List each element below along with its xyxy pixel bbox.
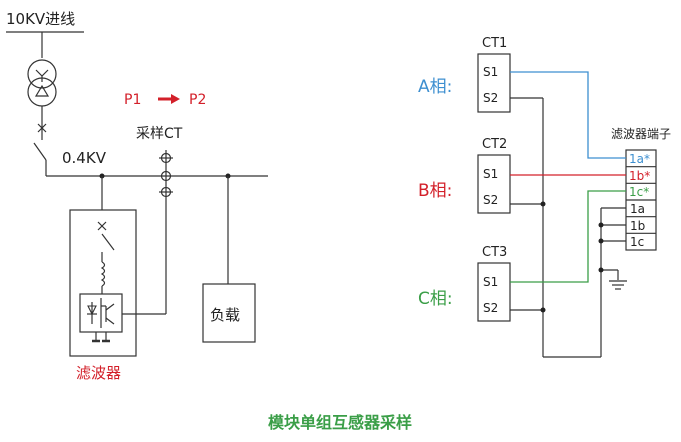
sampling-ct-label: 采样CT [136, 126, 183, 142]
s2-common-return [510, 97, 602, 358]
ct1-s1: S1 [483, 65, 498, 79]
phase-a-wire [510, 71, 626, 159]
ct3-s2: S2 [483, 301, 498, 315]
ct3-box [477, 262, 511, 322]
p2-label: P2 [189, 92, 206, 108]
filter-label: 滤波器 [76, 364, 121, 382]
diagram-caption: 模块单组互感器采样 [268, 413, 412, 432]
ct1-label: CT1 [482, 36, 507, 51]
disconnector-x-icon [37, 123, 47, 133]
filter-switch-blade [101, 233, 115, 251]
return-terminal-bus [598, 207, 626, 280]
terminal-1b: 1b [630, 219, 645, 233]
terminal-1c-star: 1c* [629, 185, 649, 199]
voltage-label: 0.4KV [62, 149, 107, 167]
p1-label: P1 [124, 92, 141, 108]
phase-a-label: A相: [418, 77, 452, 97]
phase-c-label: C相: [418, 289, 453, 309]
sampling-ct-icon [159, 150, 173, 314]
direction-arrow-icon [158, 94, 180, 104]
load-label: 负载 [210, 306, 240, 324]
filter-inductor-icon [100, 261, 106, 287]
ct-wiring-diagram: CT1 S1 S2 A相: CT2 S1 S2 B相: CT3 S1 S2 C相… [418, 36, 671, 358]
ct2-box [477, 154, 511, 214]
ct2-s2: S2 [483, 193, 498, 207]
phase-b-label: B相: [418, 181, 452, 201]
terminal-title: 滤波器端子 [611, 127, 671, 141]
single-line-diagram: 10KV进线 0.4KV P1 P2 采样CT [6, 10, 268, 382]
load-box [202, 283, 256, 343]
ct1-s2: S2 [483, 91, 498, 105]
filter-cabinet [69, 209, 137, 357]
incoming-line-label: 10KV进线 [6, 10, 75, 28]
ct3-s1: S1 [483, 275, 498, 289]
terminal-1c: 1c [630, 235, 644, 249]
terminal-1a-star: 1a* [629, 152, 650, 166]
ct3-label: CT3 [482, 245, 507, 260]
main-switch-blade [33, 142, 47, 161]
ct1-box [477, 53, 511, 113]
ct2-label: CT2 [482, 137, 507, 152]
ct2-s1: S1 [483, 167, 498, 181]
filter-terminal-block [625, 149, 657, 251]
terminal-1a: 1a [630, 202, 645, 216]
transformer-icon [27, 59, 57, 107]
ground-icon [609, 280, 627, 290]
terminal-1b-star: 1b* [629, 169, 650, 183]
igbt-diode-icon [87, 298, 115, 328]
filter-x-icon [97, 221, 107, 231]
dc-capacitor-icon [92, 332, 110, 343]
phase-c-wire [510, 190, 626, 283]
